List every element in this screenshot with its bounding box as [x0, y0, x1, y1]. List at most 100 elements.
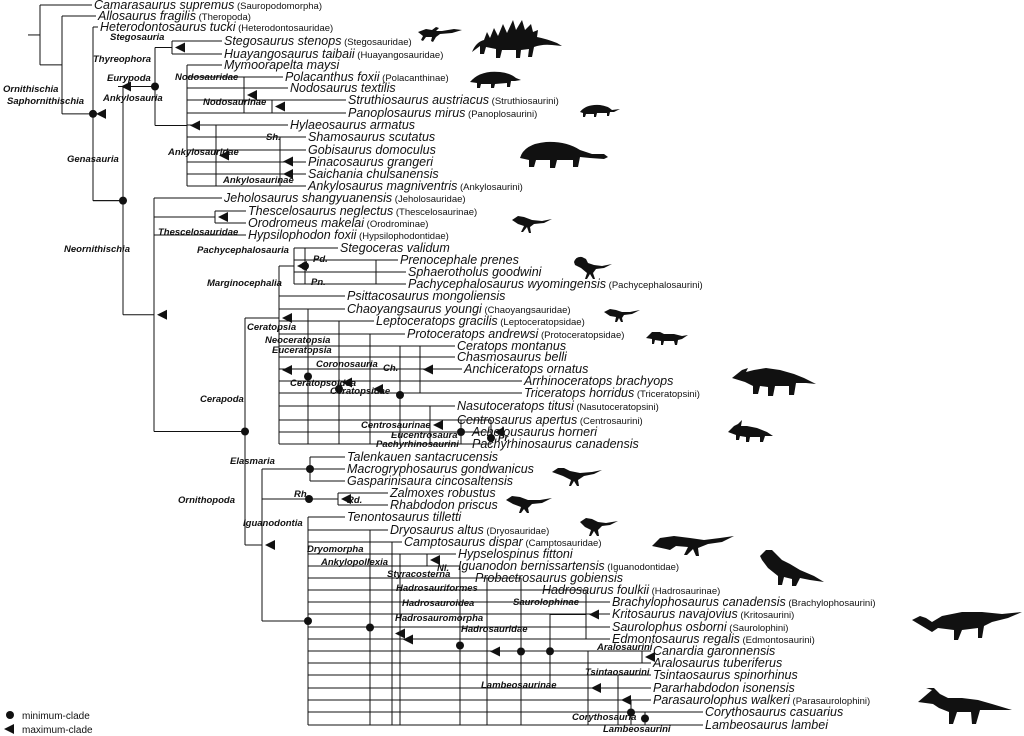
macrogryphosaurus-silhouette-icon: [552, 468, 602, 486]
dryosaurus-silhouette-icon: [580, 518, 618, 536]
ceratopsoidea-maximum-clade-triangle-icon: [373, 384, 383, 394]
taxon-group: (Ankylosaurini): [457, 182, 522, 193]
taxon-group: (Nasutoceratopsini): [574, 402, 659, 413]
taxon-group: (Struthiosaurini): [489, 96, 559, 107]
taxon-genus: Corythosaurus casuarius: [705, 705, 843, 719]
taxon-label: Talenkauen santacrucensis: [347, 450, 498, 464]
taxon-group: (Huayangosauridae): [355, 50, 444, 61]
taxon-genus: Psittacosaurus mongoliensis: [347, 289, 505, 303]
clade-label-thyreophora: Thyreophora: [93, 54, 151, 65]
clade-label-cerapoda: Cerapoda: [200, 394, 244, 405]
taxon-genus: Ankylosaurus magniventris: [307, 179, 457, 193]
clade-label-ceratopsidae: Ceratopsidae: [330, 386, 391, 397]
clade-label-neoceratopsia: Neoceratopsia: [265, 335, 330, 346]
aralosaurini-maximum-clade-triangle-icon: [645, 652, 655, 662]
thescelosauridae-maximum-clade-triangle-icon: [218, 212, 228, 222]
taxon-genus: Panoplosaurus mirus: [348, 106, 465, 120]
taxon-genus: Sphaerotholus goodwini: [408, 265, 543, 279]
taxon-group: (Heterodontosauridae): [236, 23, 334, 34]
clade-label-centrosaurinae: Centrosaurinae: [361, 420, 431, 431]
taxon-group: (Panoplosaurini): [465, 109, 537, 120]
taxon-genus: Jeholosaurus shangyuanensis: [223, 191, 392, 205]
taxon-genus: Hypselospinus fittoni: [458, 547, 574, 561]
taxon-genus: Parasaurolophus walkeri: [653, 693, 791, 707]
stegosauria-maximum-clade-triangle-icon: [175, 42, 185, 53]
taxon-genus: Orodromeus makelai: [248, 216, 365, 230]
nodosaurinae-maximum-clade-triangle-icon: [275, 101, 285, 112]
clade-label-nodosauridae: Nodosauridae: [175, 72, 239, 83]
taxon-group: (Leptoceratopsidae): [498, 317, 585, 328]
taxon-group: (Saurolophini): [727, 623, 789, 634]
hadrosauridae-minimum-clade-dot-icon: [546, 647, 554, 656]
clade-label-pd: Pd.: [313, 254, 328, 265]
legend-minimum-clade-label: minimum-clade: [22, 711, 90, 722]
taxon-genus: Nasutoceratops titusi: [457, 399, 575, 413]
protoceratops-silhouette-icon: [646, 332, 688, 345]
taxon-genus: Macrogryphosaurus gondwanicus: [347, 462, 534, 476]
taxon-label: Saurolophus osborni (Saurolophini): [612, 620, 788, 634]
taxon-group: (Dryosauridae): [484, 526, 549, 537]
ni-maximum-clade-triangle-icon: [430, 555, 440, 565]
taxon-genus: Ceratops montanus: [457, 339, 566, 353]
taxon-genus: Talenkauen santacrucensis: [347, 450, 498, 464]
taxon-genus: Aralosaurus tuberiferus: [652, 656, 782, 670]
taxon-genus: Mymoorapelta maysi: [224, 58, 341, 72]
taxon-label: Parasaurolophus walkeri (Parasaurolophin…: [653, 693, 870, 707]
rh-minimum-clade-dot-icon: [305, 495, 313, 503]
taxon-genus: Achelousaurus horneri: [471, 425, 598, 439]
thescelosaurus-silhouette-icon: [512, 216, 552, 233]
centrosaurinae-maximum-clade-triangle-icon: [433, 420, 443, 430]
taxon-genus: Chaoyangsaurus youngi: [347, 302, 483, 316]
clade-label-ceratopsoidea: Ceratopsoidea: [290, 378, 356, 389]
taxon-group: (Protoceratopsidae): [538, 330, 624, 341]
taxon-group: (Hypsilophodontidae): [356, 231, 448, 242]
taxon-genus: Prenocephale prenes: [400, 253, 519, 267]
taxon-group: (Parasaurolophini): [790, 696, 870, 707]
zalmoxes-silhouette-icon: [506, 496, 552, 513]
neornithischia-maximum-clade-triangle-icon: [157, 309, 167, 320]
taxon-label: Gobisaurus domoculus: [308, 143, 436, 157]
clade-label-genasauria: Genasauria: [67, 154, 119, 165]
taxon-label: Shamosaurus scutatus: [308, 130, 435, 144]
taxon-genus: Camarasaurus supremus: [94, 0, 234, 12]
clade-label-ornithopoda: Ornithopoda: [178, 495, 235, 506]
taxon-group: (Centrosaurini): [577, 416, 642, 427]
leptoceratops-silhouette-icon: [604, 309, 640, 322]
clade-label-pr: Pr.: [498, 433, 510, 444]
taxon-label: Zalmoxes robustus: [389, 486, 496, 500]
clade-label-hadrosauromorpha: Hadrosauromorpha: [395, 613, 483, 624]
hadrosauromorpha-minimum-clade-dot-icon: [517, 647, 525, 656]
taxon-group: (Orodrominae): [364, 219, 428, 230]
taxon-label: Tsintaosaurus spinorhinus: [653, 668, 798, 682]
taxon-genus: Centrosaurus apertus: [457, 413, 577, 427]
ornithischia-maximum-clade-triangle-icon: [96, 108, 106, 119]
taxon-genus: Tenontosaurus tilletti: [347, 510, 462, 524]
taxon-genus: Stegosaurus stenops: [224, 34, 341, 48]
taxon-genus: Leptoceratops gracilis: [376, 314, 498, 328]
taxon-group: (Edmontosaurini): [740, 635, 815, 646]
taxon-genus: Thescelosaurus neglectus: [248, 204, 393, 218]
tree-branches: [28, 4, 703, 726]
legend: minimum-clade maximum-clade: [4, 711, 93, 736]
taxon-genus: Canardia garonnensis: [653, 644, 775, 658]
euceratopsia-maximum-clade-triangle-icon: [342, 377, 352, 388]
legend-minimum-clade-dot-icon: [6, 711, 14, 719]
clade-label-dryomorpha: Dryomorpha: [307, 544, 363, 555]
taxon-group: (Hadrosaurinae): [649, 586, 720, 597]
ch-maximum-clade-triangle-icon: [423, 364, 433, 375]
taxon-group: (Jeholosauridae): [392, 194, 465, 205]
pachycephalosaurus-silhouette-icon: [574, 256, 612, 279]
clade-label-euceratopsia: Euceratopsia: [272, 345, 332, 356]
taxon-group: (Stegosauridae): [341, 37, 411, 48]
eurypoda-minimum-clade-dot-icon: [151, 82, 159, 91]
taxon-label: Psittacosaurus mongoliensis: [347, 289, 505, 303]
taxon-label: Pachyrhinosaurus canadensis: [472, 437, 639, 451]
ornithopoda-maximum-clade-triangle-icon: [265, 540, 275, 550]
clade-label-thescelosauridae: Thescelosauridae: [158, 227, 239, 238]
clade-label-rd: Rd.: [347, 495, 362, 506]
taxon-label: Kritosaurus navajovius (Kritosaurini): [612, 607, 794, 621]
taxon-label: Pararhabdodon isonensis: [653, 681, 795, 695]
taxon-label: Jeholosaurus shangyuanensis (Jeholosauri…: [223, 191, 466, 205]
taxon-label: Triceratops horridus (Triceratopsini): [524, 386, 700, 400]
taxon-group: (Iguanodontidae): [605, 562, 679, 573]
